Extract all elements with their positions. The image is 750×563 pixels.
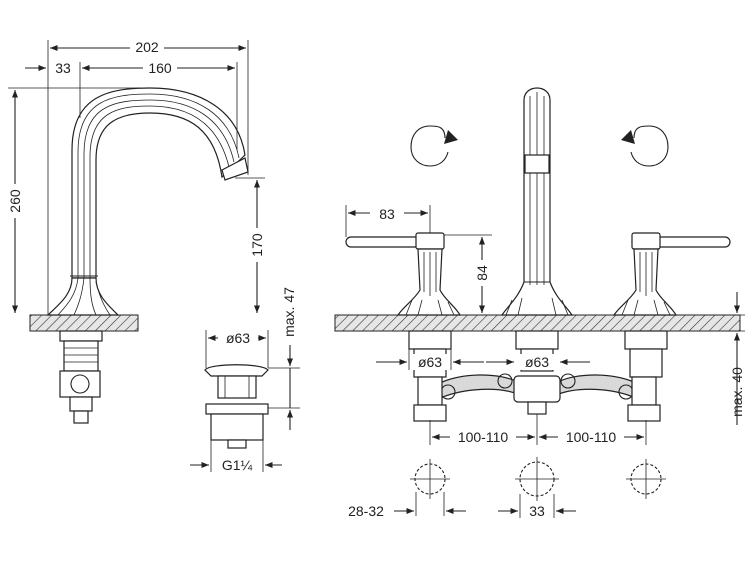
- base-diameter-center-label: ø63: [525, 354, 549, 370]
- drain-diameter-label: ø63: [226, 330, 250, 346]
- dim-170-label: 170: [249, 233, 265, 257]
- spout-side-view: 202 33 160 260 170: [6, 39, 266, 424]
- mounting-holes: [410, 457, 666, 501]
- dim-83: 83: [345, 205, 431, 237]
- lever-length-label: 83: [379, 206, 395, 222]
- dim-drain-thread: G1¼: [190, 440, 282, 473]
- dim-160-label: 160: [148, 60, 172, 76]
- dim-drain-diameter: ø63: [205, 330, 269, 368]
- spout-body: [46, 87, 249, 316]
- hole-diameter-label: 33: [529, 503, 545, 519]
- right-handle: [612, 232, 731, 316]
- dim-spacing: 100-110 100-110: [429, 414, 647, 445]
- dim-202: 202: [47, 39, 249, 315]
- drain-thread-label: G1¼: [222, 457, 253, 473]
- deck-hatch-left: [29, 314, 139, 332]
- spout-fittings: [59, 330, 103, 424]
- front-view: 83 84 ø63 ø63: [334, 87, 745, 520]
- lever-height-label: 84: [474, 265, 490, 281]
- dim-base-center: ø63: [486, 354, 590, 370]
- drain-body: [204, 364, 269, 449]
- dim-max-deck: max. 40: [700, 292, 745, 425]
- dim-drain-max: max. 47: [268, 287, 300, 430]
- drain-view: ø63 max. 47 G1¼: [190, 287, 300, 473]
- max-deck-label: max. 40: [729, 367, 745, 417]
- dim-33-label: 33: [55, 60, 71, 76]
- left-handle: [345, 232, 462, 316]
- dim-hole-range: 28-32: [348, 492, 466, 519]
- dim-33-160: 33 160: [25, 60, 238, 150]
- center-spout-front: [500, 87, 574, 316]
- spacing-right-label: 100-110: [566, 429, 617, 445]
- dim-hole-diameter: 33: [498, 494, 576, 520]
- hole-range-label: 28-32: [348, 503, 384, 519]
- rotation-ccw-icon: [621, 125, 669, 167]
- dim-260: 260: [6, 87, 140, 313]
- deck-hatch-right: [334, 314, 741, 332]
- dim-202-label: 202: [135, 39, 159, 55]
- drain-max-label: max. 47: [281, 287, 297, 337]
- base-diameter-left-label: ø63: [418, 354, 442, 370]
- under-deck-valves: [408, 330, 668, 422]
- dim-170: 170: [235, 177, 266, 313]
- dim-base-left: ø63: [376, 345, 484, 370]
- dim-84: 84: [444, 234, 492, 313]
- dim-260-label: 260: [7, 189, 23, 213]
- rotation-cw-icon: [410, 125, 458, 167]
- spacing-left-label: 100-110: [458, 429, 509, 445]
